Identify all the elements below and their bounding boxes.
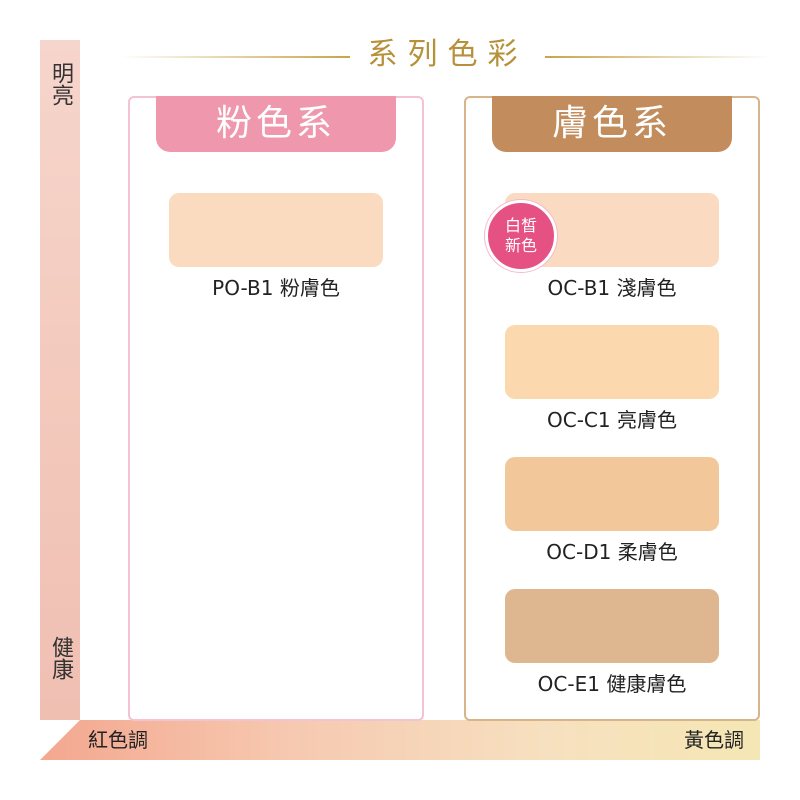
axis-label-bright: 明亮 [48, 62, 73, 106]
panel-title-skin: 膚色系 [492, 96, 732, 152]
swatch-label-oc-e1: OC-E1 健康膚色 [537, 672, 687, 696]
panel-pink-series: 粉色系 PO-B1 粉膚色 [128, 96, 424, 721]
badge-line-1: 白皙 [504, 216, 537, 235]
axis-corner [40, 720, 80, 760]
axis-label-red-tone: 紅色調 [88, 728, 148, 752]
swatch-label-oc-c1: OC-C1 亮膚色 [547, 408, 677, 432]
axis-label-yellow-tone: 黃色調 [684, 728, 744, 752]
vertical-axis-bar: 明亮 健康 [40, 40, 80, 720]
swatch-po-b1[interactable] [169, 193, 383, 267]
swatch-oc-d1[interactable] [505, 457, 719, 531]
header-rule-left [120, 56, 350, 58]
new-color-badge: 白皙 新色 [485, 200, 557, 272]
badge-line-2: 新色 [504, 236, 537, 255]
swatch-label-po-b1: PO-B1 粉膚色 [212, 276, 340, 300]
panel-title-pink: 粉色系 [156, 96, 396, 152]
swatch-label-oc-b1: OC-B1 淺膚色 [547, 276, 677, 300]
swatch-oc-c1[interactable] [505, 325, 719, 399]
header-rule-right [545, 56, 770, 58]
swatch-label-oc-d1: OC-D1 柔膚色 [546, 540, 678, 564]
horizontal-axis-bar: 紅色調 黃色調 [40, 720, 760, 760]
axis-label-healthy: 健康 [48, 636, 73, 680]
page-title: 系列色彩 [367, 37, 528, 72]
swatch-oc-e1[interactable] [505, 589, 719, 663]
panel-skin-series: 膚色系 OC-B1 淺膚色 OC-C1 亮膚色 OC-D1 柔膚色 OC-E1 … [464, 96, 760, 721]
